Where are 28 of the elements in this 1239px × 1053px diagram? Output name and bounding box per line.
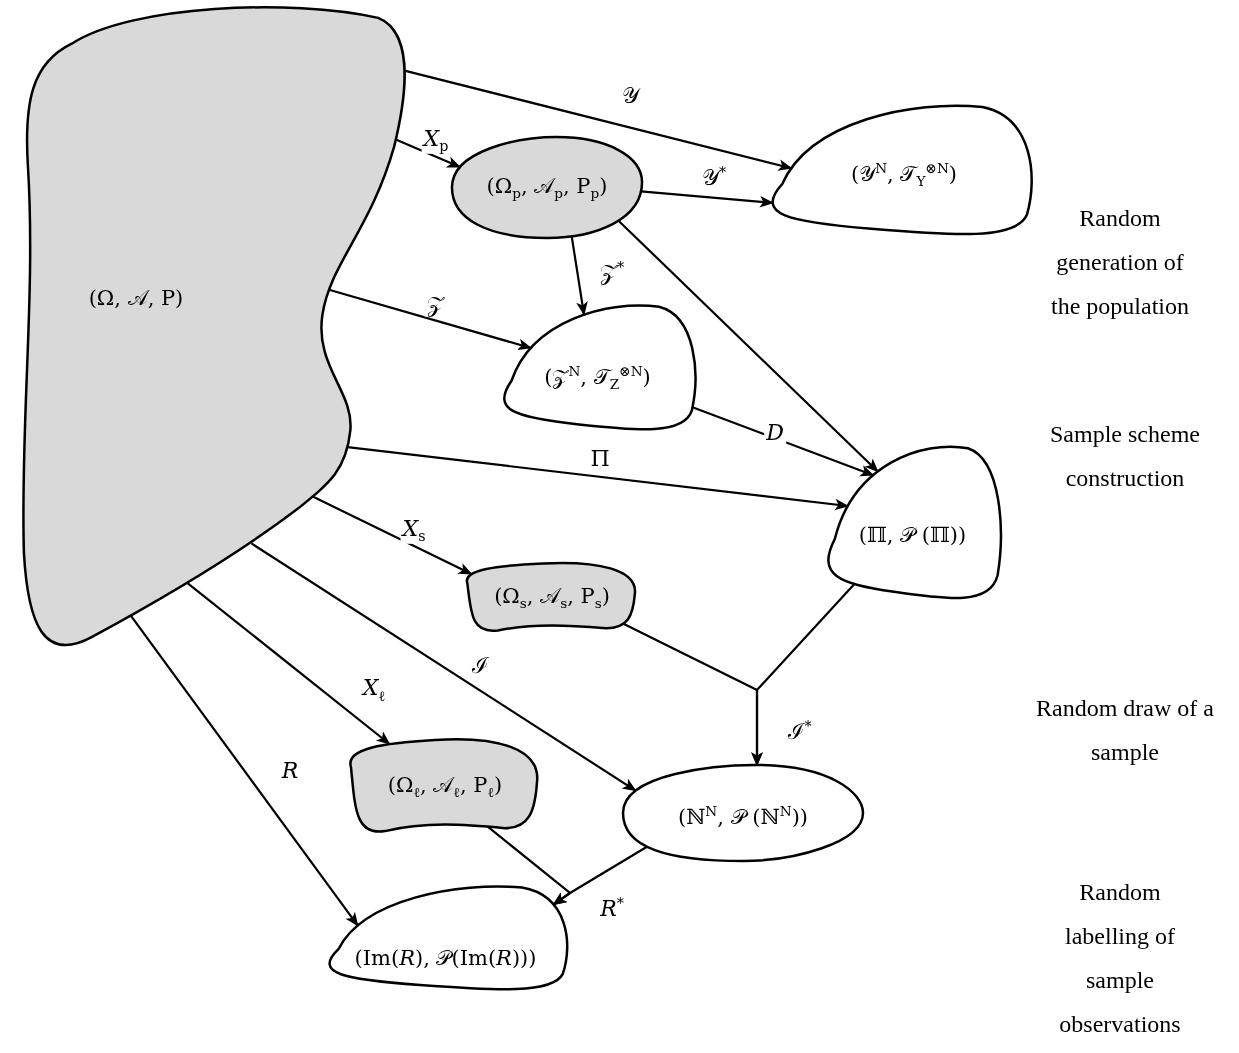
- set-notation: (Ω$_{ℓ}$, 𝒜$_{ℓ}$, P$_{ℓ}$): [387, 772, 503, 802]
- stage-caption: Random labelling of sample observations: [1058, 878, 1182, 1039]
- edge-label: 𝒵$^{*}$: [597, 258, 627, 286]
- arrow: [186, 581, 391, 745]
- set-notation: (Ω, 𝒜, P): [88, 285, 184, 310]
- arrow: [347, 446, 849, 511]
- arrow: [570, 236, 588, 316]
- set-notation: (𝒴$^{N}$, 𝒯$_{Y}$$^{⊗N}$): [850, 160, 958, 190]
- set-notation: (Ω$_{s}$, 𝒜$_{s}$, P$_{s}$): [494, 584, 610, 612]
- arrow: [552, 845, 648, 906]
- arrow: [395, 138, 461, 169]
- arrow: [250, 542, 637, 792]
- arrow: [129, 614, 359, 927]
- arrow: [617, 219, 879, 473]
- arrow: [692, 406, 875, 477]
- arrow: [404, 69, 793, 171]
- arrow: [751, 583, 856, 767]
- set-notation: (Im(R), 𝒫(Im(R))): [354, 946, 537, 970]
- stage-caption: Sample scheme construction: [1049, 420, 1201, 493]
- set-notation: (Ω$_{p}$, 𝒜$_{p}$, P$_{p}$): [486, 173, 608, 202]
- stage-caption: Random draw of a sample: [1035, 694, 1215, 767]
- arrow: [312, 495, 473, 576]
- arrow: [640, 190, 774, 208]
- set-notation: (𝒵$^{N}$, 𝒯$_{Z}$$^{⊗N}$): [544, 362, 651, 393]
- stage-caption: Random generation of the population: [1050, 204, 1190, 321]
- arrow: [328, 288, 532, 351]
- set-notation: (ℿ, 𝒫 (ℿ)): [858, 523, 967, 547]
- set-notation: (ℕ$^{N}$, 𝒫 (ℕ$^{N}$)): [677, 802, 809, 829]
